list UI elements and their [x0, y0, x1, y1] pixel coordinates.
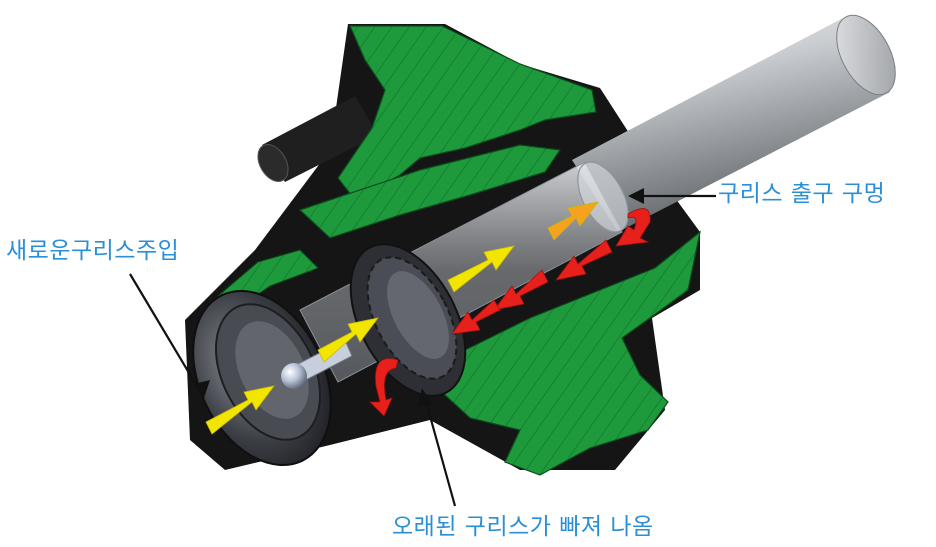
- housing-section-bore: [298, 144, 562, 239]
- old-grease-arrow: [615, 208, 651, 247]
- leader-lines: [129, 188, 716, 507]
- fresh-grease-arrow: [205, 385, 275, 435]
- fresh-grease-arrow: [547, 201, 599, 241]
- leader-injection: [129, 273, 205, 399]
- label-old-grease-purge: 오래된 구리스가 빠져 나옴: [392, 514, 654, 540]
- fresh-grease-arrow: [317, 317, 379, 363]
- fresh-grease-arrows: [205, 201, 599, 435]
- old-grease-arrow: [493, 269, 549, 311]
- leader-purge: [423, 397, 457, 507]
- housing-section-top: [337, 25, 597, 201]
- dowel-pin: [257, 96, 378, 182]
- old-grease-arrow: [369, 358, 399, 417]
- label-new-grease-injection: 새로운구리스주입: [6, 238, 180, 264]
- leader-purge-arrowhead: [418, 388, 432, 406]
- fresh-grease-arrow: [447, 245, 515, 293]
- output-shaft: [572, 14, 896, 232]
- leader-injection-arrowhead: [194, 380, 210, 398]
- old-grease-arrows: [369, 208, 651, 417]
- old-grease-arrow: [451, 299, 501, 335]
- roller-bearing: [349, 243, 467, 397]
- leader-exit-arrowhead: [628, 188, 644, 204]
- old-grease-arrow: [555, 239, 613, 281]
- label-grease-exit-hole: 구리스 출구 구멍: [718, 181, 886, 207]
- housing-section-bottom: [444, 230, 701, 476]
